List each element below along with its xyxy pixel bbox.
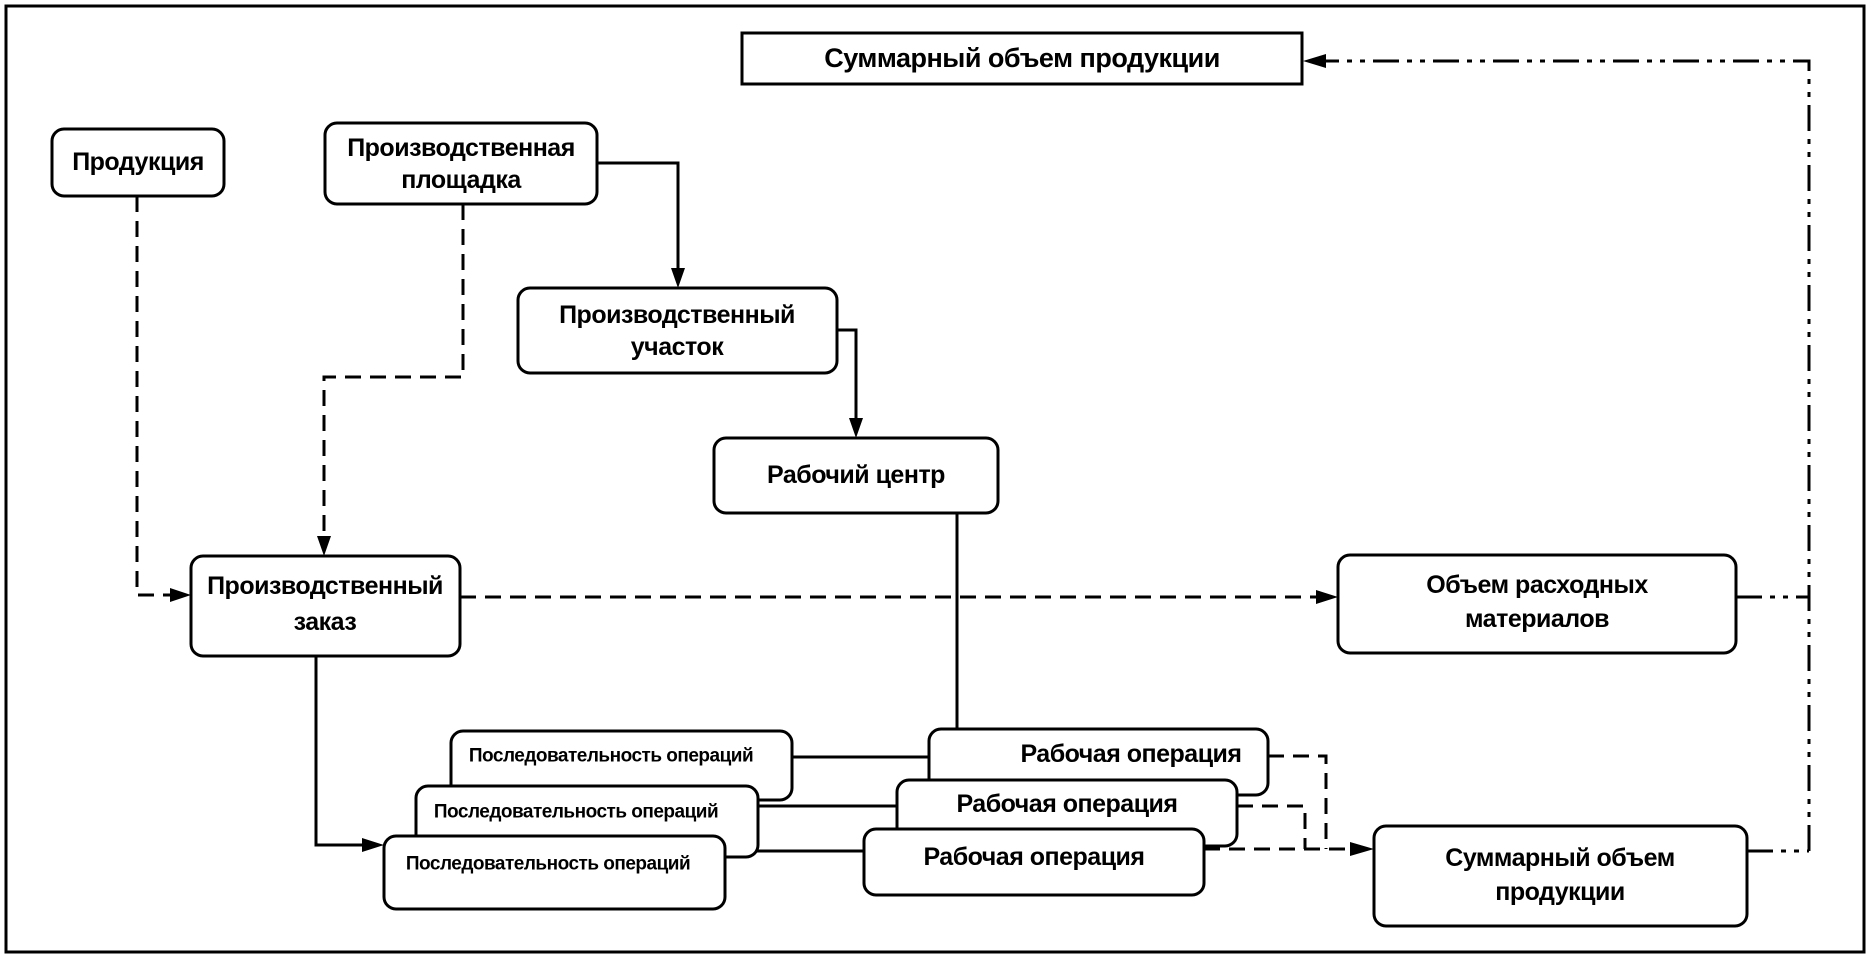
diagram-frame xyxy=(4,4,1866,954)
edge-operation1-to-total xyxy=(1268,754,1328,849)
node-label: Рабочая операция xyxy=(1020,740,1241,768)
node-work-center: Рабочий центр xyxy=(712,436,1000,515)
node-label: Последовательность операций xyxy=(469,746,753,767)
arrowhead-icon xyxy=(317,536,331,556)
edge-product-to-order xyxy=(135,196,174,597)
node-label-line-2: участок xyxy=(631,333,724,361)
node-production-site: Производственная площадка xyxy=(323,121,599,206)
node-total-output-top: Суммарный объем продукции xyxy=(740,31,1304,86)
node-label: Суммарный объем продукции xyxy=(824,43,1220,73)
node-label: Рабочая операция xyxy=(956,790,1177,818)
arrowhead-icon xyxy=(1316,590,1338,604)
node-production-area: Производственный участок xyxy=(516,286,839,375)
node-production-order: Производственный заказ xyxy=(189,554,462,658)
node-label: Последовательность операций xyxy=(434,802,718,823)
edge-order-to-sequence xyxy=(314,656,366,847)
node-consumables-volume: Объем расходных материалов xyxy=(1336,553,1738,655)
arrowhead-icon xyxy=(1350,842,1374,856)
node-operation-sequence-3: Последовательность операций xyxy=(382,834,727,911)
node-label: Рабочая операция xyxy=(923,843,1144,871)
node-label-line-2: продукции xyxy=(1495,878,1625,906)
node-product: Продукция xyxy=(50,127,226,198)
node-label-line-1: Производственный xyxy=(559,301,795,329)
node-label-line-1: Производственная xyxy=(347,134,575,162)
node-label-line-2: заказ xyxy=(294,608,357,636)
node-label-line-1: Производственный xyxy=(207,572,443,600)
node-label-line-2: площадка xyxy=(401,166,522,194)
node-label-line-1: Объем расходных xyxy=(1426,571,1648,599)
node-label: Продукция xyxy=(72,148,204,176)
node-operation-sequence-1: Последовательность операций xyxy=(449,729,794,802)
edge-site-to-area xyxy=(597,161,680,272)
arrowhead-icon xyxy=(170,588,191,602)
edge-site-to-order xyxy=(322,204,465,540)
node-total-output-bottom: Суммарный объем продукции xyxy=(1372,824,1749,928)
node-work-operation-3: Рабочая операция xyxy=(862,827,1206,897)
node-label: Рабочий центр xyxy=(767,461,945,489)
edge-operation2-to-total xyxy=(1237,804,1307,849)
arrowhead-icon xyxy=(362,838,384,852)
node-label: Последовательность операций xyxy=(406,854,690,875)
node-label-line-1: Суммарный объем xyxy=(1445,844,1674,872)
arrowhead-icon xyxy=(1303,54,1326,68)
node-label-line-2: материалов xyxy=(1465,605,1609,633)
arrowhead-icon xyxy=(849,418,863,438)
arrowhead-icon xyxy=(671,268,685,288)
edge-area-to-workcenter xyxy=(837,328,858,422)
edge-rail-to-total-top xyxy=(1322,59,1811,851)
